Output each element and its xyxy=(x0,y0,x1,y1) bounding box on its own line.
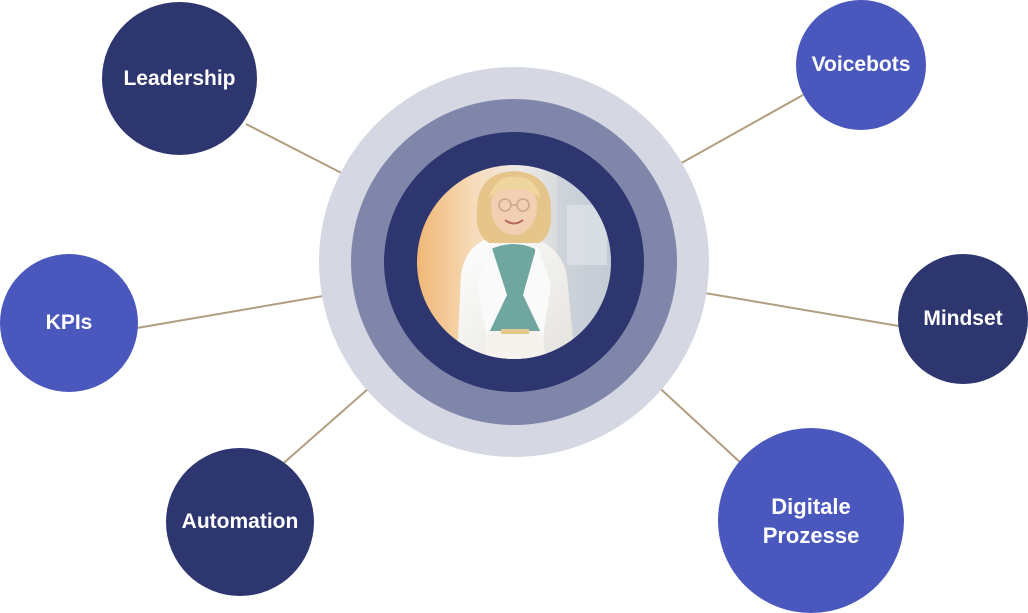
node-voicebots[interactable]: Voicebots xyxy=(796,0,926,130)
node-kpis-label: KPIs xyxy=(45,311,93,334)
node-digitale-line2: Prozesse xyxy=(762,522,860,548)
node-digitale-prozesse[interactable]: Digitale Prozesse xyxy=(718,428,904,613)
node-digitale-prozesse-label: Digitale Prozesse xyxy=(763,492,860,550)
center-portrait-photo xyxy=(417,165,611,359)
node-mindset[interactable]: Mindset xyxy=(898,254,1028,384)
node-leadership[interactable]: Leadership xyxy=(102,2,257,155)
node-kpis[interactable]: KPIs xyxy=(0,254,138,392)
node-voicebots-label: Voicebots xyxy=(811,53,911,76)
node-digitale-line1: Digitale xyxy=(771,493,851,519)
node-automation-label: Automation xyxy=(181,510,299,533)
node-mindset-label: Mindset xyxy=(923,307,1003,330)
node-automation[interactable]: Automation xyxy=(166,448,314,596)
portrait-illustration xyxy=(417,165,611,359)
node-leadership-label: Leadership xyxy=(123,66,236,90)
